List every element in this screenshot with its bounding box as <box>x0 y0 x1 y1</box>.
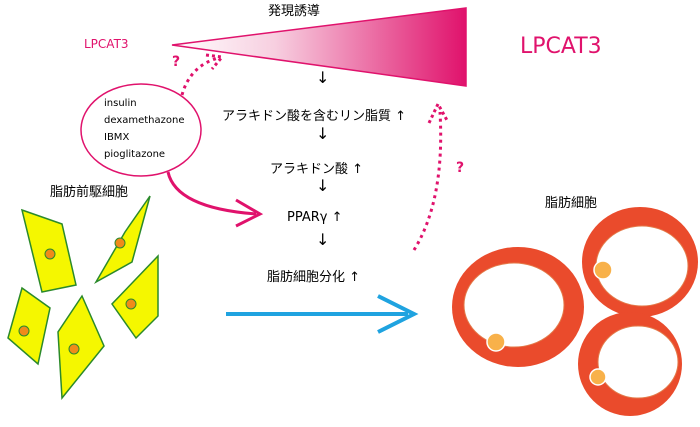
lipid-droplet-1 <box>593 260 613 280</box>
dotted-arrow-feedback <box>412 111 443 251</box>
inducer-to-ppar-arrow <box>166 171 257 216</box>
preadipocyte-nucleus-4 <box>68 343 80 355</box>
lpcat3-large-label: LPCAT3 <box>520 34 602 59</box>
cascade-step-arachidonic-acid: アラキドン酸 ↑ <box>270 162 364 177</box>
preadipocyte-cell-3 <box>7 286 51 366</box>
preadipocyte-cell-4 <box>57 294 105 400</box>
preadipocyte-cells <box>7 195 159 400</box>
inducer-ellipse <box>80 83 202 177</box>
question-mark-left: ? <box>172 54 181 70</box>
preadipocyte-nucleus-3 <box>18 325 30 337</box>
expression-induction-label: 発現誘導 <box>268 4 321 19</box>
inducer-pioglitazone: pioglitazone <box>104 149 166 160</box>
cascade-step-differentiation: 脂肪細胞分化 ↑ <box>267 270 361 285</box>
lipid-droplet-3 <box>589 368 607 386</box>
adipocyte-2 <box>452 247 584 367</box>
differentiation-arrow-head <box>377 294 419 334</box>
preadipocyte-nucleus-2 <box>114 237 126 249</box>
adipocyte-label: 脂肪細胞 <box>545 196 598 211</box>
adipocyte-3 <box>578 312 682 416</box>
cascade-arrow-1: ↓ <box>316 68 330 87</box>
lpcat3-small-label: LPCAT3 <box>84 37 129 51</box>
preadipocyte-cell-5 <box>111 254 159 340</box>
cascade-arrow-3: ↓ <box>316 176 330 195</box>
preadipocyte-nucleus-1 <box>44 248 56 260</box>
cascade-step-ppar-gamma: PPARγ ↑ <box>287 210 343 225</box>
adipocyte-1 <box>582 207 698 317</box>
adipocyte-cells <box>452 207 698 416</box>
dotted-arrow-to-lpcat3 <box>180 56 219 96</box>
cascade-arrow-4: ↓ <box>316 230 330 249</box>
preadipocyte-nucleus-5 <box>125 298 137 310</box>
dotted-arrow-feedback-head <box>427 100 450 124</box>
cascade-step-phospholipid: アラキドン酸を含むリン脂質 ↑ <box>222 109 407 124</box>
lipid-droplet-2 <box>486 332 506 352</box>
preadipocyte-label: 脂肪前駆細胞 <box>50 185 129 200</box>
inducer-to-ppar-arrow-head <box>235 198 264 228</box>
expression-wedge <box>171 7 467 87</box>
inducer-dexamethazone: dexamethazone <box>104 115 185 126</box>
inducer-insulin: insulin <box>104 98 137 109</box>
question-mark-right: ? <box>456 160 465 176</box>
dotted-arrow-to-lpcat3-head <box>205 53 225 70</box>
inducer-ibmx: IBMX <box>104 132 130 143</box>
cascade-arrow-2: ↓ <box>316 124 330 143</box>
